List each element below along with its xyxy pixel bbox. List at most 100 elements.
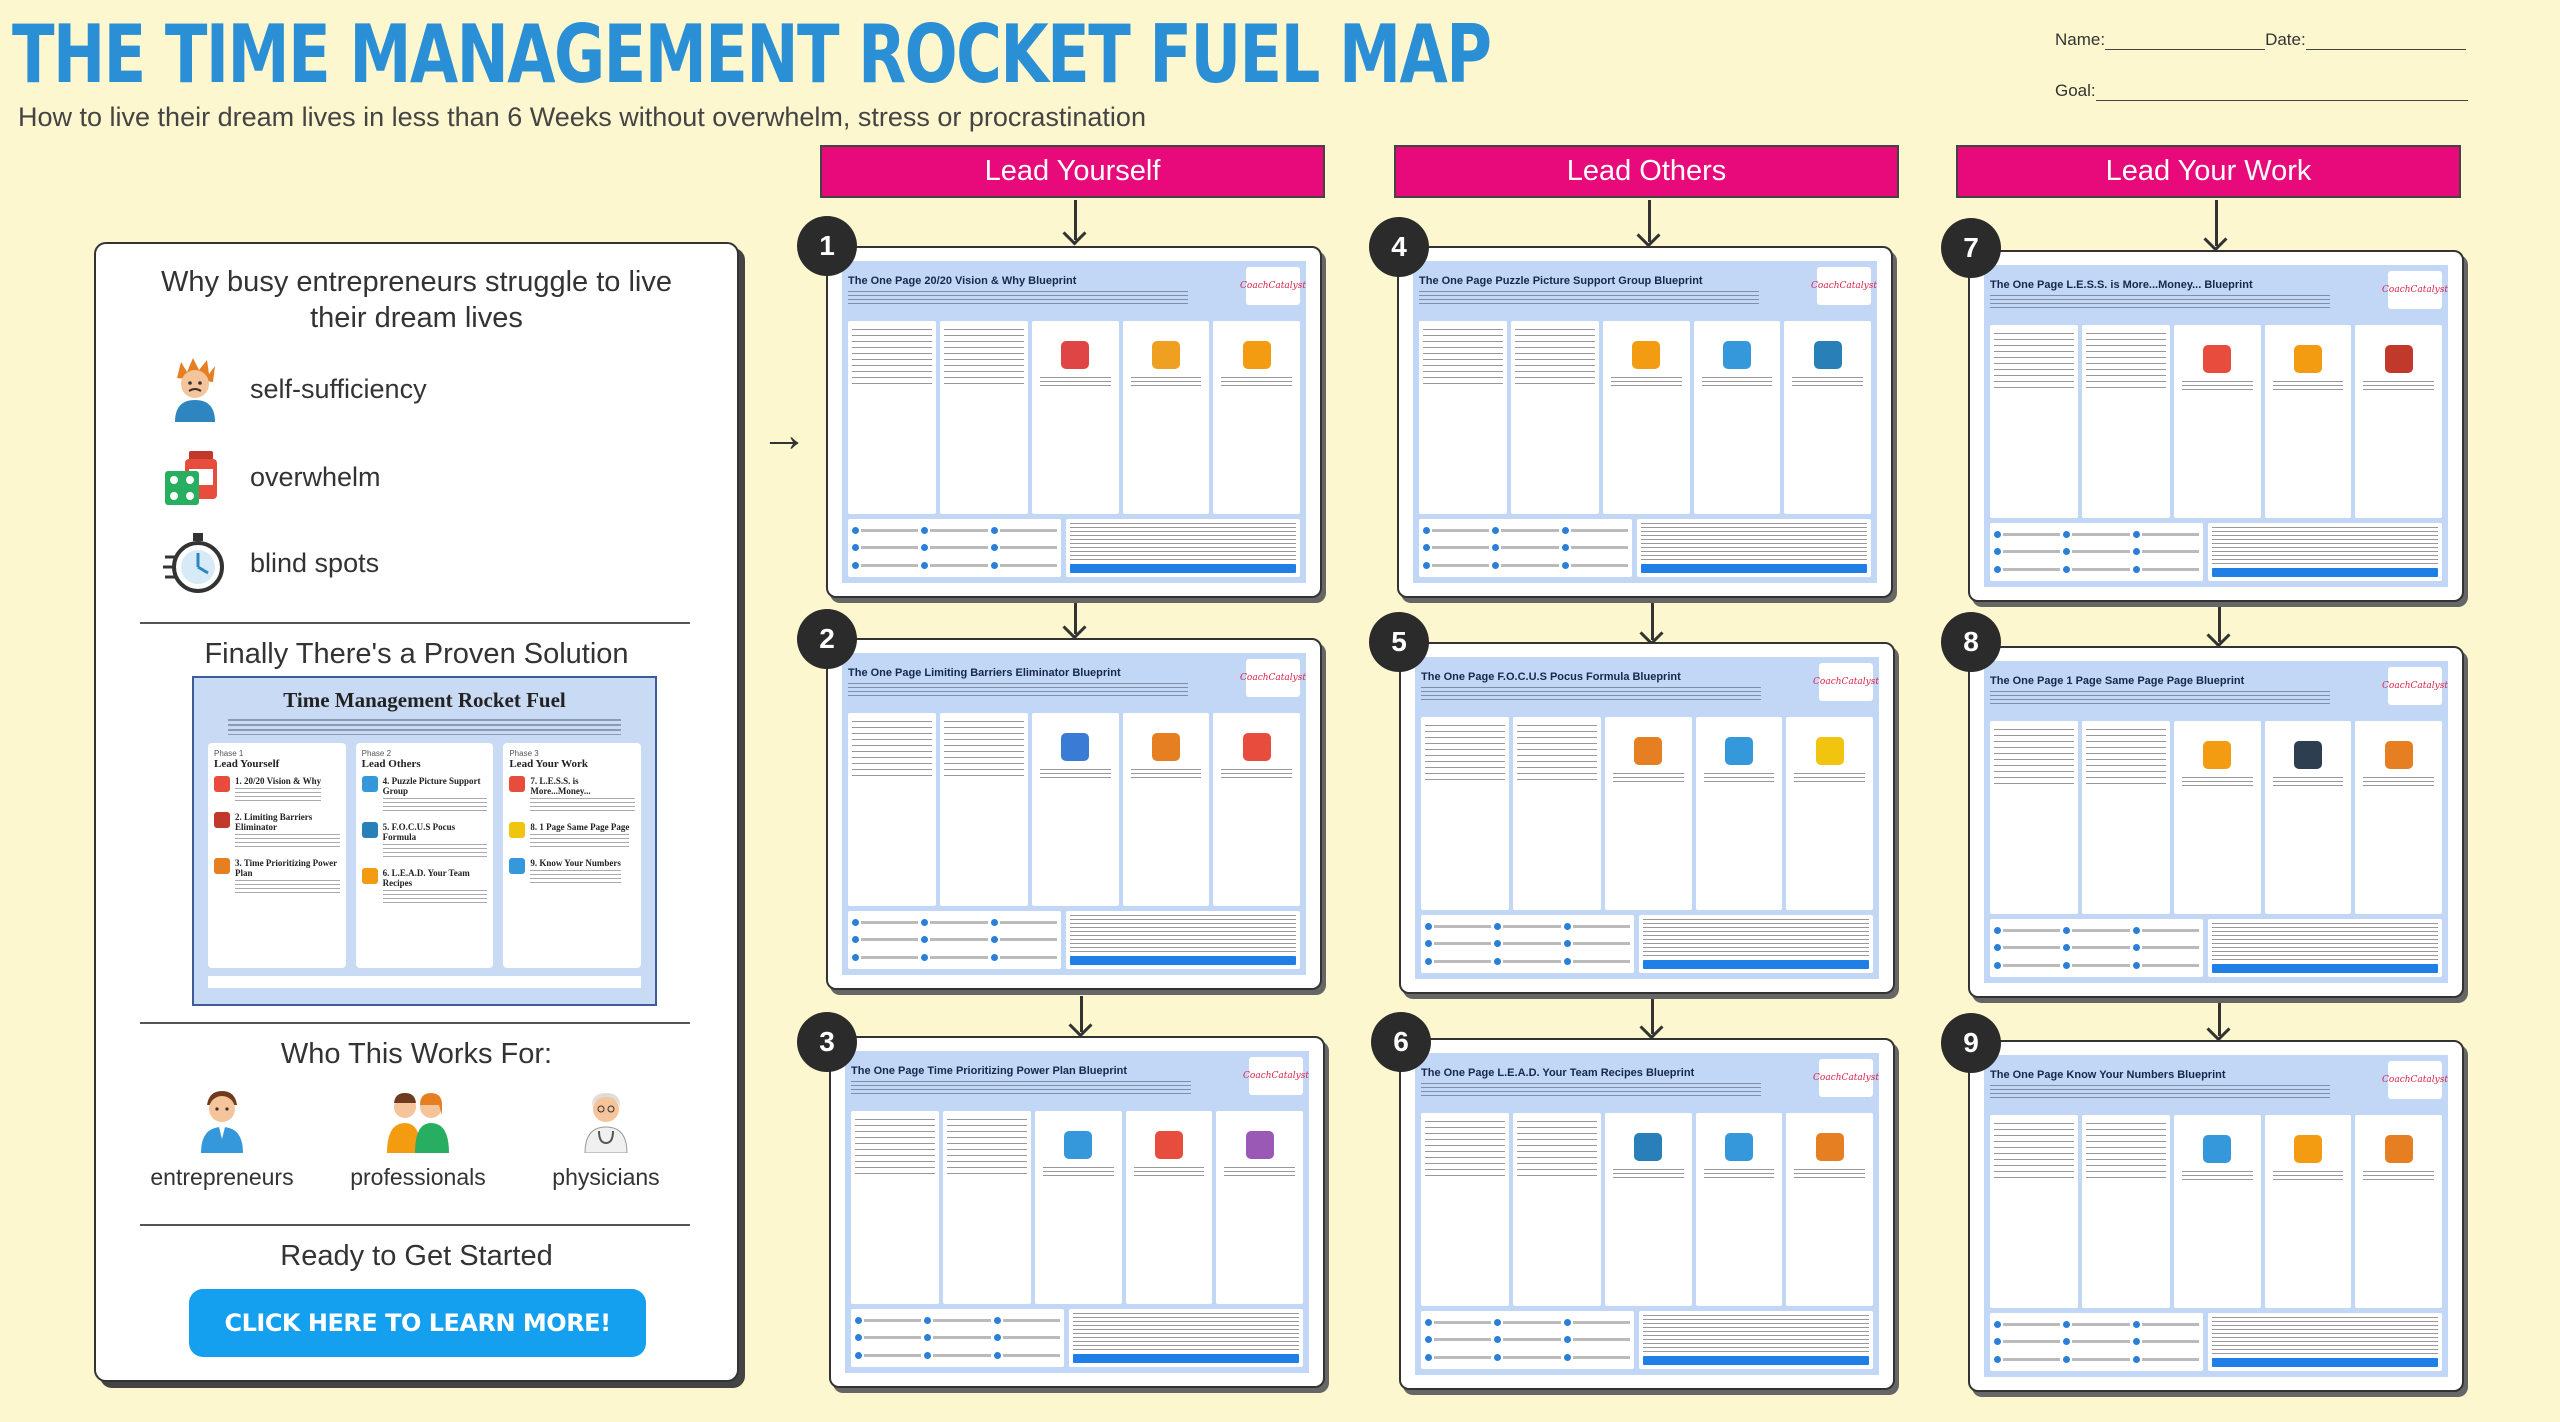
step-panel xyxy=(1216,1111,1304,1304)
step-panel xyxy=(1695,1113,1783,1306)
blueprint-card-3[interactable]: The One Page Time Prioritizing Power Pla… xyxy=(829,1036,1325,1388)
audience-heading: Who This Works For: xyxy=(280,1038,553,1070)
step-illustration-icon xyxy=(1061,733,1090,761)
blueprint-card-8[interactable]: The One Page 1 Page Same Page Page Bluep… xyxy=(1968,646,2464,998)
column-header-lead-yourself: Lead Yourself xyxy=(820,145,1325,198)
step-illustration-icon xyxy=(1634,737,1663,765)
step-illustration-icon xyxy=(2203,1135,2232,1163)
frustrated-person-icon xyxy=(162,356,228,422)
step-panel xyxy=(1786,1113,1874,1306)
blueprint-card-7[interactable]: The One Page L.E.S.S. is More...Money...… xyxy=(1968,250,2464,602)
step-number-badge: 6 xyxy=(1371,1012,1431,1072)
reason-self-sufficiency: self-sufficiency xyxy=(162,356,427,422)
step-illustration-icon xyxy=(1632,341,1661,369)
brand-logo: CoachCatalyst xyxy=(2382,667,2448,705)
step-illustration-icon xyxy=(1152,341,1180,369)
learn-more-link[interactable] xyxy=(2212,964,2438,973)
blueprint-card-2[interactable]: The One Page Limiting Barriers Eliminato… xyxy=(826,638,1322,990)
step-panel xyxy=(2355,325,2443,518)
audience-physicians: physicians xyxy=(506,1084,706,1191)
blueprint-card-5[interactable]: The One Page F.O.C.U.S Pocus Formula Blu… xyxy=(1399,642,1895,994)
learn-more-link[interactable] xyxy=(2212,568,2438,577)
step-number-badge: 5 xyxy=(1369,612,1429,672)
date-field[interactable] xyxy=(2305,32,2466,50)
page-subtitle: How to live their dream lives in less th… xyxy=(18,102,1146,132)
brand-logo: CoachCatalyst xyxy=(1240,267,1306,305)
stopwatch-icon xyxy=(162,530,228,596)
step-number-badge: 2 xyxy=(797,609,857,669)
entrepreneurs-icon xyxy=(122,1084,322,1156)
column-header-lead-your-work: Lead Your Work xyxy=(1956,145,2461,198)
divider xyxy=(140,622,690,624)
step-panel xyxy=(1213,321,1301,514)
step-illustration-icon xyxy=(1155,1131,1183,1159)
professionals-icon xyxy=(318,1084,518,1156)
solution-doc-title: Time Management Rocket Fuel xyxy=(283,688,566,712)
learn-more-link[interactable] xyxy=(2212,1358,2438,1367)
step-panel xyxy=(2264,721,2352,914)
step-illustration-icon xyxy=(1813,341,1842,369)
right-arrow-icon: → xyxy=(760,409,808,462)
step-number-badge: 3 xyxy=(797,1012,857,1072)
audience-label: professionals xyxy=(350,1164,486,1190)
blueprint-card-9[interactable]: The One Page Know Your Numbers Blueprint… xyxy=(1968,1040,2464,1392)
date-label: Date: xyxy=(2265,30,2306,49)
blueprint-title: The One Page Time Prioritizing Power Pla… xyxy=(851,1065,1128,1077)
reason-label: self-sufficiency xyxy=(250,373,427,404)
down-arrow-icon xyxy=(2218,1000,2221,1036)
step-illustration-icon xyxy=(1061,341,1090,369)
blueprint-card-4[interactable]: The One Page Puzzle Picture Support Grou… xyxy=(1397,246,1893,598)
step-illustration-icon xyxy=(2203,345,2232,373)
blueprint-title: The One Page L.E.S.S. is More...Money...… xyxy=(1990,279,2253,291)
solution-heading: Finally There's a Proven Solution xyxy=(204,638,629,670)
learn-more-link[interactable] xyxy=(1643,1356,1869,1365)
goal-field[interactable]: Goal: xyxy=(2055,81,2468,101)
step-illustration-icon xyxy=(1245,1131,1274,1159)
step-panel xyxy=(1786,717,1874,910)
solution-document-preview[interactable]: Time Management Rocket Fuel Phase 1 Lead… xyxy=(192,676,657,1006)
brand-logo: CoachCatalyst xyxy=(2382,271,2448,309)
blueprint-title: The One Page Know Your Numbers Blueprint xyxy=(1990,1069,2226,1081)
blueprint-title: The One Page 1 Page Same Page Page Bluep… xyxy=(1990,675,2245,687)
step-illustration-icon xyxy=(1725,1133,1753,1161)
step-illustration-icon xyxy=(1725,737,1753,765)
reason-label: blind spots xyxy=(250,547,380,578)
step-illustration-icon xyxy=(1815,1133,1844,1161)
blueprint-title: The One Page F.O.C.U.S Pocus Formula Blu… xyxy=(1421,671,1681,683)
blueprint-card-6[interactable]: The One Page L.E.A.D. Your Team Recipes … xyxy=(1399,1038,1895,1390)
blueprint-card-1[interactable]: The One Page 20/20 Vision & Why Blueprin… xyxy=(826,246,1322,598)
solution-phase-column: Phase 3 Lead Your Work 7. L.E.S.S. is Mo… xyxy=(503,743,642,968)
divider xyxy=(140,1022,690,1024)
learn-more-button[interactable]: CLICK HERE TO LEARN MORE! xyxy=(189,1289,646,1357)
audience-professionals: professionals xyxy=(318,1084,518,1191)
step-panel xyxy=(1784,321,1872,514)
down-arrow-icon xyxy=(1074,598,1077,634)
reason-blind-spots: blind spots xyxy=(162,530,379,596)
learn-more-link[interactable] xyxy=(1073,1354,1299,1363)
learn-more-link[interactable] xyxy=(1643,960,1869,969)
step-illustration-icon xyxy=(1152,733,1180,761)
step-panel xyxy=(2355,1115,2443,1308)
brand-logo: CoachCatalyst xyxy=(1811,267,1877,305)
step-panel xyxy=(1035,1111,1122,1304)
page-title: THE TIME MANAGEMENT ROCKET FUEL MAP xyxy=(12,8,1492,101)
audience-label: physicians xyxy=(552,1164,660,1190)
name-field[interactable]: Name:Date: xyxy=(2055,30,2466,50)
step-illustration-icon xyxy=(2203,741,2232,769)
step-number-badge: 4 xyxy=(1369,217,1429,277)
step-panel xyxy=(1122,713,1210,906)
blueprint-title: The One Page 20/20 Vision & Why Blueprin… xyxy=(848,275,1077,287)
step-panel xyxy=(1032,321,1119,514)
learn-more-link[interactable] xyxy=(1641,564,1867,573)
audience-entrepreneurs: entrepreneurs xyxy=(122,1084,322,1191)
learn-more-link[interactable] xyxy=(1070,564,1296,573)
learn-more-link[interactable] xyxy=(1070,956,1296,965)
blueprint-title: The One Page Limiting Barriers Eliminato… xyxy=(848,667,1121,679)
brand-logo: CoachCatalyst xyxy=(1813,1059,1879,1097)
step-illustration-icon xyxy=(2294,741,2322,769)
step-illustration-icon xyxy=(2384,1135,2413,1163)
step-panel xyxy=(1213,713,1301,906)
down-arrow-icon xyxy=(2215,200,2218,246)
step-illustration-icon xyxy=(2294,1135,2322,1163)
step-number-badge: 1 xyxy=(797,216,857,276)
